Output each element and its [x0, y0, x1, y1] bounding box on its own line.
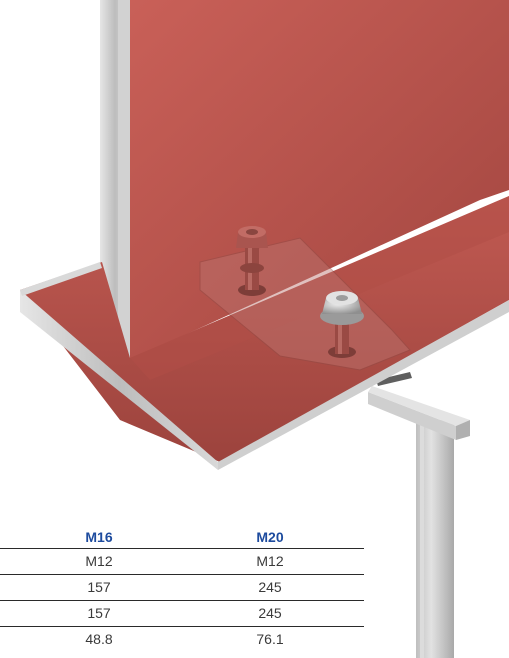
table-cell: 245	[258, 605, 282, 621]
bolt-upper	[236, 226, 268, 296]
beam-web	[100, 0, 509, 360]
bolt-lower	[320, 291, 364, 358]
table-header-row: M16 M20	[0, 526, 364, 549]
column-header: M16	[85, 529, 113, 545]
table-cell: M12	[85, 553, 113, 569]
bottom-flange	[20, 196, 509, 470]
support-post	[368, 386, 470, 658]
table-row: M12 M12	[0, 549, 364, 575]
column-header: M20	[256, 529, 284, 545]
table-row: 157 245	[0, 575, 364, 601]
table-row: 157 245	[0, 601, 364, 627]
table-cell: 48.8	[85, 631, 113, 647]
table-cell: M12	[256, 553, 284, 569]
table-cell: 157	[87, 605, 111, 621]
table-cell: 76.1	[256, 631, 284, 647]
bolt-size-table: M16 M20 M12 M12 157 245 157 245 48.8 76.…	[0, 526, 364, 652]
table-cell: 157	[87, 579, 111, 595]
table-row: 48.8 76.1	[0, 627, 364, 652]
table-cell: 245	[258, 579, 282, 595]
